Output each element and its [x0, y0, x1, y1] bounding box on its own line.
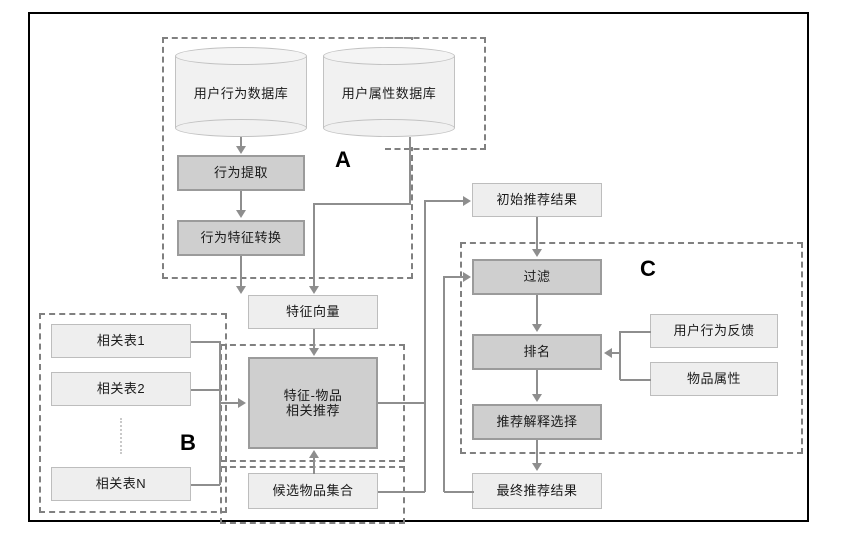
cylinder-body: [175, 56, 307, 128]
node-feature-item-recommend-line1: 特征-物品: [283, 387, 343, 403]
conn-feed-bus: [619, 331, 621, 380]
arrowhead-feature-vector-to-recommend: [309, 348, 319, 356]
node-item-attribute[interactable]: 物品属性: [650, 362, 778, 396]
node-feature-item-recommend-line2: 相关推荐: [285, 403, 340, 418]
conn-extraction-to-transform: [240, 191, 242, 211]
arrowhead-relation-to-recommend: [238, 398, 246, 408]
cylinder-body: [323, 56, 455, 128]
conn-final-feedback-to-filter: [443, 276, 464, 278]
conn-attr-db-down: [409, 137, 411, 205]
user-attribute-db: 用户属性数据库: [323, 47, 455, 137]
cylinder-bottom: [323, 119, 455, 137]
user-attribute-db-label: 用户属性数据库: [341, 85, 437, 101]
node-filter[interactable]: 过滤: [472, 259, 602, 295]
arrowhead-filter-to-ranking: [532, 324, 542, 332]
arrowhead-db-to-extraction: [236, 146, 246, 154]
conn-attr-db-to-feature-vector: [313, 203, 315, 287]
conn-rel1-out: [191, 341, 220, 343]
node-initial-recommend-result[interactable]: 初始推荐结果: [472, 183, 602, 217]
arrowhead-explain-to-final: [532, 463, 542, 471]
node-final-recommend-result[interactable]: 最终推荐结果: [472, 473, 602, 509]
node-feature-vector[interactable]: 特征向量: [248, 295, 378, 329]
cylinder-top: [175, 47, 307, 65]
conn-attr-db-left: [313, 203, 411, 205]
node-user-behavior-feedback[interactable]: 用户行为反馈: [650, 314, 778, 348]
arrowhead-transform-to-feature-vector: [236, 286, 246, 294]
node-relation-table-1[interactable]: 相关表1: [51, 324, 191, 358]
group-a-letter: A: [335, 147, 351, 172]
arrowhead-recommend-to-initial: [463, 196, 471, 206]
conn-candidate-to-recommend: [313, 458, 315, 474]
conn-feedback-out: [620, 331, 651, 333]
cylinder-bottom: [175, 119, 307, 137]
conn-transform-to-feature-vector: [240, 256, 242, 287]
group-candidate-box: [220, 466, 405, 524]
conn-recommend-out-up: [424, 200, 426, 403]
conn-final-feedback-left: [444, 491, 474, 493]
conn-relation-bus-to-recommend: [219, 402, 239, 404]
conn-itemattr-out: [620, 379, 651, 381]
group-b-box: [39, 313, 227, 513]
conn-explain-to-final: [536, 440, 538, 464]
conn-recommend-out-right: [378, 402, 426, 404]
arrowhead-feed-to-ranking: [604, 348, 612, 358]
relation-table-ellipsis: [120, 418, 124, 454]
arrowhead-extraction-to-transform: [236, 210, 246, 218]
conn-rel2-out: [191, 389, 220, 391]
node-feature-item-recommend[interactable]: 特征-物品 相关推荐: [248, 357, 378, 449]
conn-db-to-extraction: [240, 137, 242, 148]
conn-feature-vector-to-recommend: [313, 329, 315, 348]
node-relation-table-n[interactable]: 相关表N: [51, 467, 191, 501]
conn-final-feedback-up: [443, 276, 445, 492]
conn-candidate-up-riser: [424, 402, 426, 492]
arrowhead-candidate-to-recommend: [309, 450, 319, 458]
group-a-box-lower: [162, 37, 413, 279]
conn-initial-to-filter: [536, 217, 538, 250]
conn-reln-out: [191, 484, 220, 486]
group-c-letter: C: [640, 256, 656, 281]
conn-relation-bus: [219, 341, 221, 485]
arrowhead-initial-to-filter: [532, 249, 542, 257]
node-relation-table-2[interactable]: 相关表2: [51, 372, 191, 406]
conn-candidate-out-right: [378, 491, 425, 493]
arrowhead-ranking-to-explain: [532, 394, 542, 402]
arrowhead-final-feedback-to-filter: [463, 272, 471, 282]
node-behavior-extraction[interactable]: 行为提取: [177, 155, 305, 191]
group-c-box: [460, 242, 803, 454]
user-behavior-db: 用户行为数据库: [175, 47, 307, 137]
conn-recommend-to-initial: [424, 200, 464, 202]
node-recommend-explain-select[interactable]: 推荐解释选择: [472, 404, 602, 440]
group-a-box-upper-right: [385, 37, 486, 150]
diagram-frame: A B C 用户行为数据库 用户属性数据库 行为提取 行为特征转换 特征向量 相…: [28, 12, 809, 524]
arrowhead-attr-to-feature-vector: [309, 286, 319, 294]
node-behavior-feature-transform[interactable]: 行为特征转换: [177, 220, 305, 256]
conn-ranking-to-explain: [536, 370, 538, 395]
conn-filter-to-ranking: [536, 295, 538, 325]
node-candidate-item-set[interactable]: 候选物品集合: [248, 473, 378, 509]
cylinder-top: [323, 47, 455, 65]
group-b-letter: B: [180, 430, 196, 455]
node-ranking[interactable]: 排名: [472, 334, 602, 370]
user-behavior-db-label: 用户行为数据库: [193, 85, 289, 101]
conn-feed-bus-to-ranking: [612, 352, 621, 354]
